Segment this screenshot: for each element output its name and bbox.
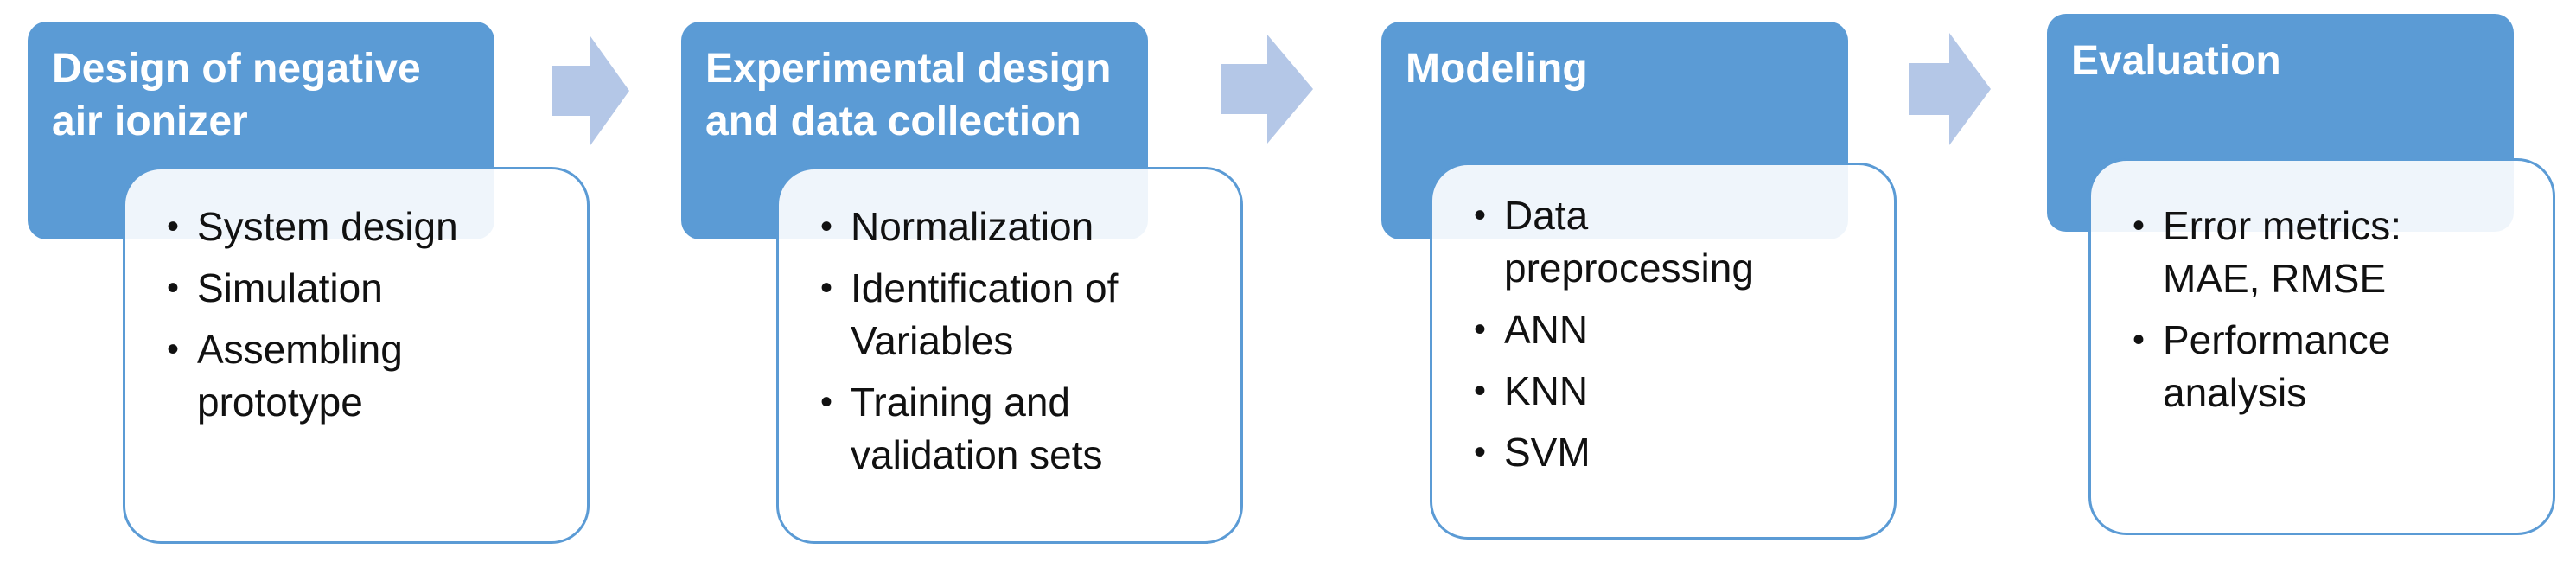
stage-1-detail-box: • System design • Simulation • Assemblin… (123, 167, 590, 544)
stage-1-item-3-line-2: prototype (197, 380, 363, 425)
stage-2-item-1: • Normalization (820, 201, 1215, 253)
stage-3-item-1-line-2: preprocessing (1504, 246, 1754, 291)
stage-3-item-1: • Data preprocessing (1474, 189, 1868, 295)
stage-1-item-1-line-1: System design (197, 204, 458, 249)
stage-3-title-line-1: Modeling (1406, 46, 1588, 92)
stage-1-item-3-line-1: Assembling (197, 327, 403, 372)
stage-2-title-line-2: and data collection (705, 99, 1081, 144)
bullet-icon: • (1474, 196, 1487, 234)
stage-3-item-2: • ANN (1474, 303, 1868, 356)
stage-1-item-1: • System design (167, 201, 561, 253)
right-block-arrow-icon (1221, 35, 1313, 144)
bullet-icon: • (167, 208, 180, 246)
stage-2-title-line-1: Experimental design (705, 46, 1112, 92)
stage-4-item-1-line-2: MAE, RMSE (2163, 256, 2387, 301)
stage-4-detail-box: • Error metrics: MAE, RMSE • Performance… (2088, 158, 2555, 535)
stage-4-item-2-line-1: Performance (2163, 317, 2391, 362)
bullet-icon: • (820, 383, 833, 421)
stage-4-item-1: • Error metrics: MAE, RMSE (2133, 200, 2527, 305)
stage-2-item-3: • Training and validation sets (820, 376, 1215, 482)
stage-2-item-2-line-1: Identification of (851, 265, 1119, 310)
stage-2-item-2: • Identification of Variables (820, 262, 1215, 367)
stage-4-item-list: • Error metrics: MAE, RMSE • Performance… (2133, 200, 2527, 419)
bullet-icon: • (2133, 321, 2146, 359)
stage-2-item-list: • Normalization • Identification of Vari… (820, 201, 1215, 482)
stage-2-item-3-line-2: validation sets (851, 432, 1103, 477)
right-block-arrow-icon (552, 36, 629, 145)
bullet-icon: • (1474, 433, 1487, 471)
right-block-arrow-icon (1909, 33, 1991, 145)
stage-3-item-4-line-1: SVM (1504, 430, 1591, 475)
bullet-icon: • (1474, 372, 1487, 410)
stage-1-item-list: • System design • Simulation • Assemblin… (167, 201, 561, 429)
stage-3-item-3: • KNN (1474, 365, 1868, 418)
stage-1-item-3: • Assembling prototype (167, 323, 561, 429)
stage-2-item-2-line-2: Variables (851, 318, 1014, 363)
stage-3-item-3-line-1: KNN (1504, 368, 1589, 413)
stage-4-item-2-line-2: analysis (2163, 370, 2307, 415)
bullet-icon: • (167, 269, 180, 307)
bullet-icon: • (167, 330, 180, 368)
stage-3-detail-box: • Data preprocessing • ANN • KNN • SVM (1430, 163, 1897, 540)
stage-4-item-2: • Performance analysis (2133, 314, 2527, 419)
stage-1-title-line-1: Design of negative (52, 46, 421, 92)
bullet-icon: • (820, 269, 833, 307)
stage-2-item-3-line-1: Training and (851, 380, 1071, 425)
stage-2-item-1-line-1: Normalization (851, 204, 1094, 249)
stage-3-item-2-line-1: ANN (1504, 307, 1589, 352)
bullet-icon: • (820, 208, 833, 246)
bullet-icon: • (2133, 207, 2146, 245)
stage-1-title-line-2: air ionizer (52, 99, 248, 144)
stage-1-item-2-line-1: Simulation (197, 265, 383, 310)
bullet-icon: • (1474, 310, 1487, 348)
stage-3-item-1-line-1: Data (1504, 193, 1589, 238)
stage-2-detail-box: • Normalization • Identification of Vari… (776, 167, 1243, 544)
stage-1-item-2: • Simulation (167, 262, 561, 315)
stage-3-item-4: • SVM (1474, 426, 1868, 479)
stage-3-item-list: • Data preprocessing • ANN • KNN • SVM (1474, 189, 1868, 479)
stage-4-item-1-line-1: Error metrics: (2163, 203, 2401, 248)
stage-4-title-line-1: Evaluation (2071, 38, 2281, 84)
